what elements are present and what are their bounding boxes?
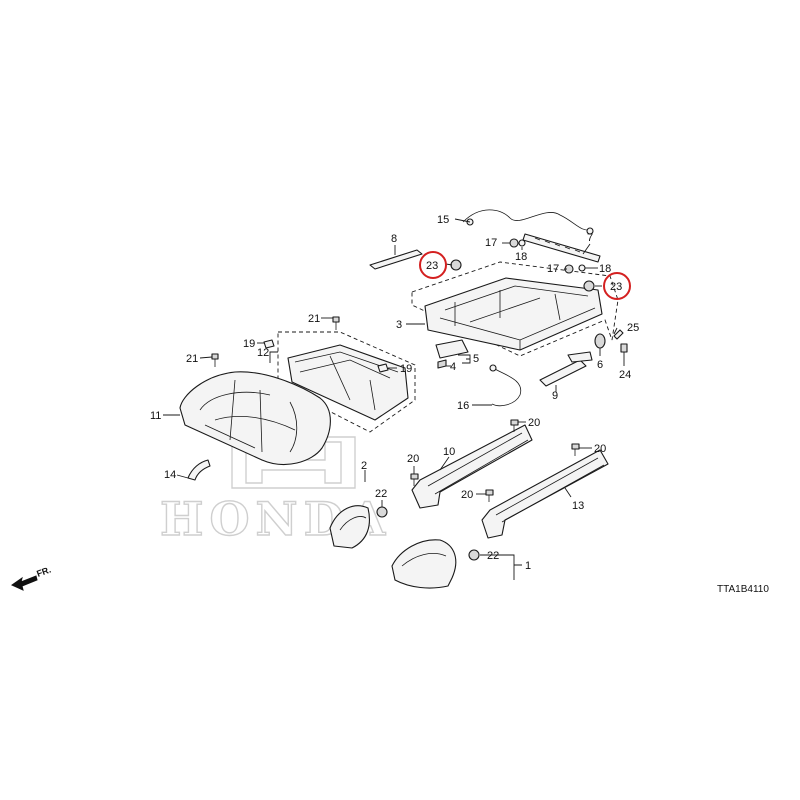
callout-15: 15 xyxy=(437,214,449,226)
front-label: FR. xyxy=(35,565,52,579)
part-2-cover xyxy=(329,505,370,549)
callout-18-top: 18 xyxy=(515,251,527,263)
callout-20-a: 20 xyxy=(528,417,540,429)
part-14-hose xyxy=(187,459,211,481)
callout-19-right: 19 xyxy=(400,363,412,375)
callout-9: 9 xyxy=(552,390,558,402)
callout-18-mid: 18 xyxy=(599,263,611,275)
part-9-lever xyxy=(539,351,593,387)
callout-25: 25 xyxy=(627,322,639,334)
front-arrow-icon xyxy=(10,575,38,591)
callout-16: 16 xyxy=(457,400,469,412)
callout-7: 7 xyxy=(587,232,593,244)
leader-lines xyxy=(163,218,625,580)
bolt-21-a xyxy=(332,316,340,330)
part-18-a xyxy=(518,239,526,247)
part-8-strap xyxy=(369,249,423,270)
callout-23-left: 23 xyxy=(426,260,438,272)
callout-10: 10 xyxy=(443,446,455,458)
callout-14: 14 xyxy=(164,469,176,481)
clip-19-a xyxy=(263,339,275,349)
callout-24: 24 xyxy=(619,369,631,381)
part-11-seat-cushion xyxy=(179,371,331,465)
callout-4: 4 xyxy=(450,361,456,373)
front-direction-indicator: FR. xyxy=(10,565,52,591)
callout-21-top: 21 xyxy=(308,313,320,325)
part-13-rail xyxy=(481,449,609,539)
part-1-cover xyxy=(391,539,457,589)
nut-22-a xyxy=(376,506,388,518)
callout-21-left: 21 xyxy=(186,353,198,365)
callout-22-bottom: 22 xyxy=(487,550,499,562)
callout-6: 6 xyxy=(597,359,603,371)
bolt-20-d xyxy=(485,489,494,502)
callout-11: 11 xyxy=(150,410,161,422)
nut-22-b xyxy=(468,549,480,561)
part-16-wire xyxy=(489,364,522,407)
part-10-rail xyxy=(411,424,533,509)
callout-13: 13 xyxy=(572,500,584,512)
fasteners-right xyxy=(594,329,628,353)
part-25-clip xyxy=(613,329,624,340)
callout-22-top: 22 xyxy=(375,488,387,500)
highlight-circle-23-right xyxy=(603,272,631,300)
callout-20-c: 20 xyxy=(407,453,419,465)
part-17-a xyxy=(509,238,519,248)
bolts xyxy=(211,238,586,561)
highlight-circle-23-left xyxy=(419,251,447,279)
part-3-seat-frame xyxy=(411,259,619,357)
bolt-20-c xyxy=(410,473,419,486)
bolt-20-a xyxy=(510,419,519,432)
callout-12: 12 xyxy=(257,347,269,359)
bolt-20-b xyxy=(571,443,580,456)
callout-labels: 15 7 8 17 18 17 18 23 23 3 25 6 24 5 4 9… xyxy=(150,214,639,572)
part-7-adjuster-rod xyxy=(522,233,601,263)
part-15-cable xyxy=(462,209,594,235)
callout-5: 5 xyxy=(473,353,479,365)
clip-19-b xyxy=(377,363,389,373)
part-6-grommet xyxy=(594,333,606,349)
part-24-cap xyxy=(620,343,628,353)
callout-23-right: 23 xyxy=(610,281,622,293)
callout-20-d: 20 xyxy=(461,489,473,501)
nut-23-right xyxy=(583,280,595,292)
callout-8: 8 xyxy=(391,233,397,245)
nut-23-left xyxy=(450,259,462,271)
part-18-b xyxy=(578,264,586,272)
callout-17-top: 17 xyxy=(485,237,497,249)
callout-3: 3 xyxy=(396,319,402,331)
callout-2: 2 xyxy=(361,460,367,472)
diagram-reference-code: TTA1B4110 xyxy=(717,584,769,595)
callout-1: 1 xyxy=(525,560,531,572)
callout-20-b: 20 xyxy=(594,443,606,455)
part-4-clip xyxy=(437,359,447,369)
bolt-21-b xyxy=(211,353,219,367)
callout-19-left: 19 xyxy=(243,338,255,350)
callout-17-mid: 17 xyxy=(547,263,559,275)
